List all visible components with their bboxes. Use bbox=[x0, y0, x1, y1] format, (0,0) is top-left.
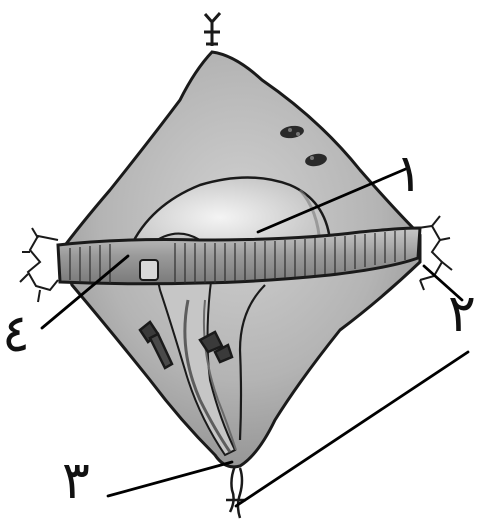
posterior-flagellum bbox=[226, 466, 246, 518]
label-1: ١ bbox=[395, 148, 423, 200]
girdle-marker bbox=[140, 260, 158, 280]
apical-spine bbox=[204, 13, 220, 46]
transverse-flagellum-right bbox=[418, 216, 452, 290]
leader-3 bbox=[108, 462, 232, 496]
label-2: ٢ bbox=[448, 288, 476, 340]
label-3: ٣ bbox=[62, 455, 90, 507]
label-4: ٤ bbox=[2, 308, 30, 360]
transverse-flagellum-left bbox=[20, 228, 58, 302]
